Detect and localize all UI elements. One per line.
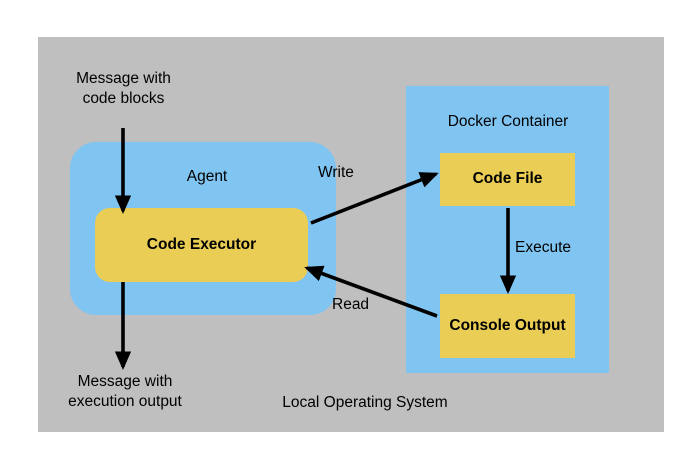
node-code-file[interactable]: Code File — [440, 153, 575, 206]
agent-panel-label: Agent — [186, 168, 228, 185]
docker-container-label: Docker Container — [447, 113, 569, 130]
node-console-output[interactable]: Console Output — [440, 294, 575, 358]
local-operating-system-label: Local Operating System — [282, 394, 448, 411]
node-code-executor[interactable]: Code Executor — [95, 208, 308, 282]
message-with-code-blocks-label: Message with code blocks — [76, 70, 171, 107]
edge-label-execute: Execute — [515, 239, 572, 256]
edge-label-read: Read — [332, 296, 370, 313]
message-with-execution-output-label: Message with execution output — [68, 373, 182, 410]
edge-label-write: Write — [318, 164, 354, 181]
